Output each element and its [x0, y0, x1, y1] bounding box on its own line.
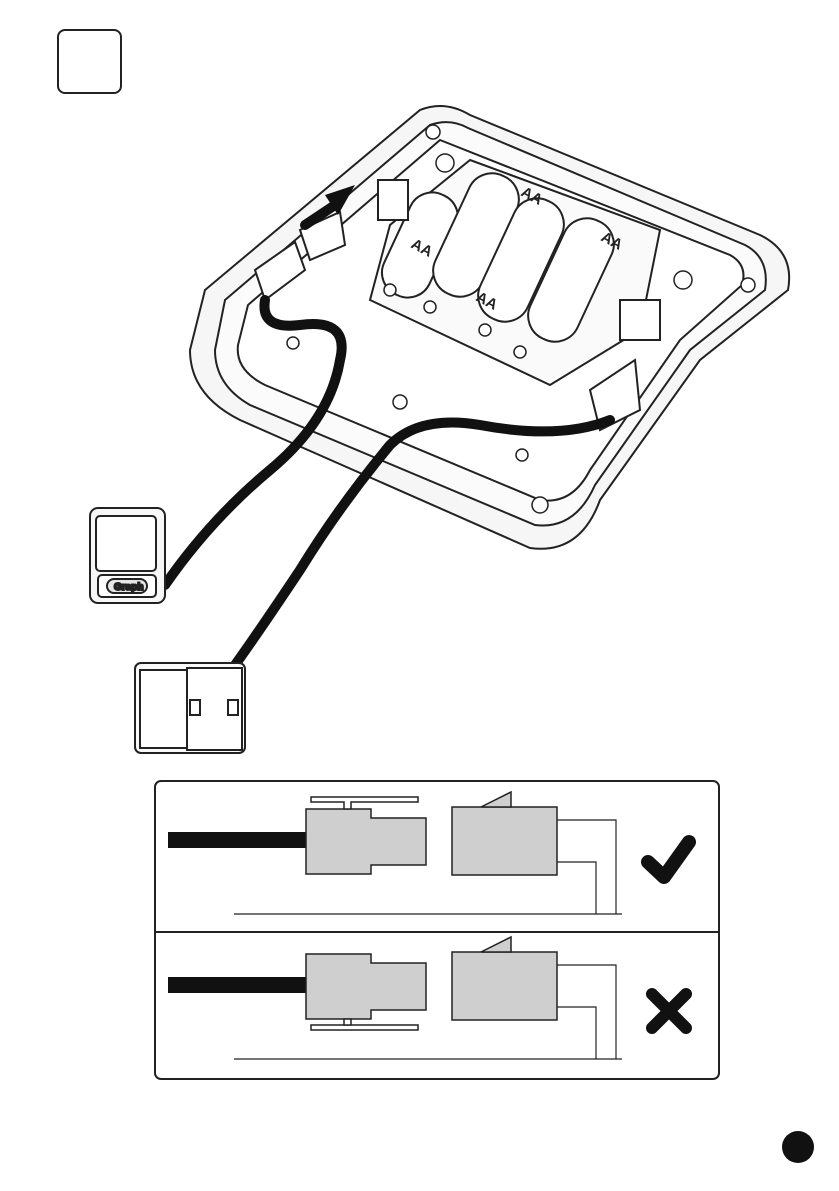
sensor-module: Graph: [90, 508, 165, 603]
incorrect-insertion-row: [156, 932, 718, 1078]
socket-connector: [452, 937, 557, 1020]
socket-connector: [452, 792, 557, 875]
plug-connector: [306, 954, 426, 1019]
sensor-button-label: Graph: [114, 582, 143, 593]
connector-comparison-panel: [154, 780, 720, 1080]
cross-icon: [652, 994, 686, 1028]
cable-end: [168, 977, 313, 993]
plug-connector: [306, 809, 426, 874]
cable-end: [168, 832, 313, 848]
page-number-dot: [782, 1131, 814, 1163]
locking-tab: [311, 1019, 418, 1030]
correct-insertion-row: [156, 782, 718, 930]
device-illustration: AA AA AA AA: [0, 0, 839, 780]
check-icon: [648, 842, 689, 877]
locking-tab: [311, 797, 418, 809]
connector-plug-module: [135, 663, 245, 753]
